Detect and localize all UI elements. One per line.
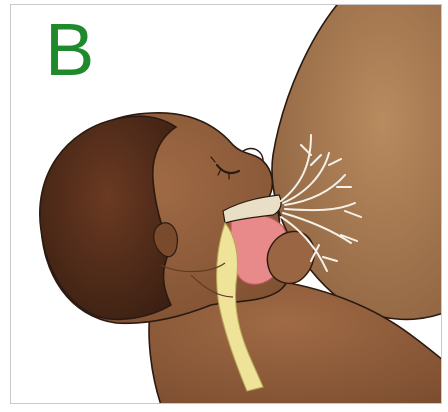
figure-label: B [45, 13, 94, 87]
illustration-frame: B [10, 4, 442, 404]
